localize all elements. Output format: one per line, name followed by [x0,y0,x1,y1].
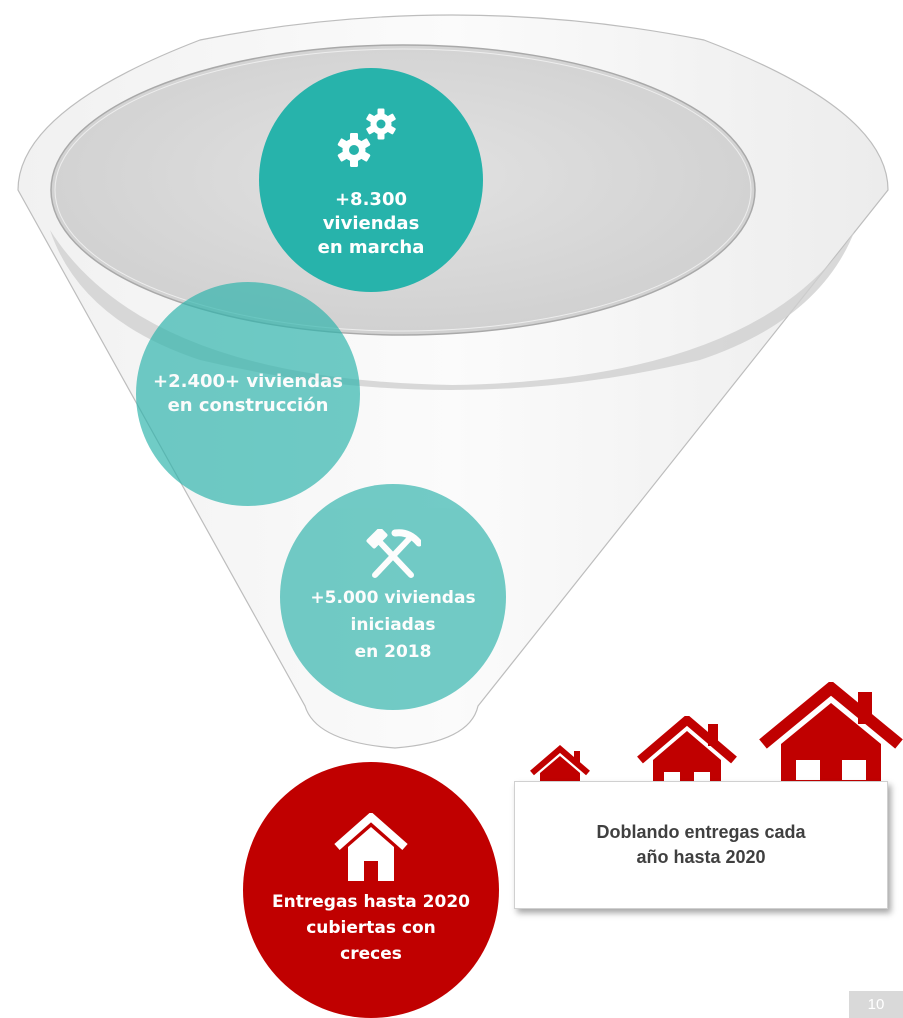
growth-caption: Doblando entregas cada año hasta 2020 [596,822,806,867]
hammer-pick-icon [366,528,421,578]
stage-circle-en-construccion: +2.400+ viviendas en construcción [136,282,360,506]
stage-circle-iniciadas: +5.000 viviendas iniciadas en 2018 [280,484,506,710]
stage-text-iniciadas: +5.000 viviendas iniciadas en 2018 [310,587,476,662]
stage-text-en-construccion: +2.400+ viviendas en construcción [153,371,343,416]
house-icon [334,813,408,881]
page-number: 10 [849,991,903,1018]
funnel-rim-inner [54,48,752,332]
gears-icon [337,108,396,167]
stage-text-en-marcha: +8.300 viviendas en marcha [317,189,425,258]
output-text-entregas: Entregas hasta 2020 cubiertas con creces [272,892,470,964]
stage-circle-en-marcha: +8.300 viviendas en marcha [259,68,483,292]
output-circle-entregas: Entregas hasta 2020 cubiertas con creces [243,762,499,1018]
growth-caption-box: Doblando entregas cada año hasta 2020 [514,781,888,909]
